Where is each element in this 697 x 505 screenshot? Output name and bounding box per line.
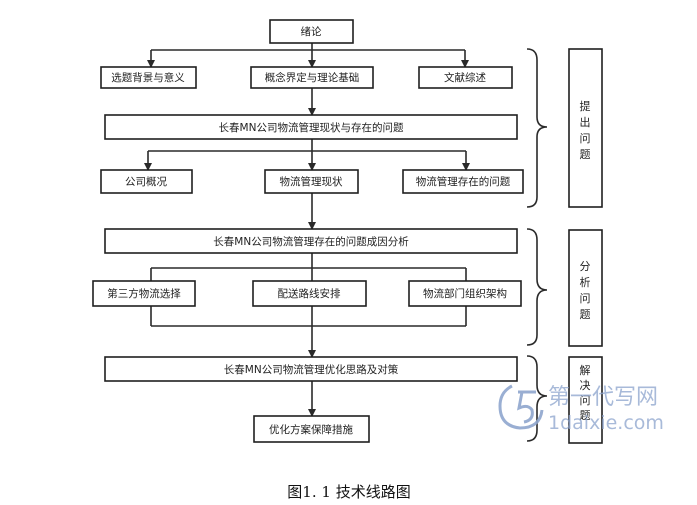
node-top: 绪论 <box>269 19 354 44</box>
node-row2-1: 物流管理现状 <box>264 169 359 194</box>
node-main3: 长春MN公司物流管理优化思路及对策 <box>104 356 518 382</box>
node-row1-2-label: 文献综述 <box>444 71 486 84</box>
node-row1-1: 概念界定与理论基础 <box>250 66 374 89</box>
node-row3-2: 物流部门组织架构 <box>408 280 522 307</box>
node-bottom: 优化方案保障措施 <box>253 415 370 443</box>
node-row3-0: 第三方物流选择 <box>92 280 196 307</box>
node-bottom-label: 优化方案保障措施 <box>269 423 353 436</box>
braces <box>526 48 548 442</box>
watermark-url: 1daixie.com <box>548 412 664 434</box>
watermark: 第一代写网 1daixie.com <box>498 384 664 434</box>
stage-label-2: 解决问题 <box>580 363 591 422</box>
node-row3-1-label: 配送路线安排 <box>278 287 341 300</box>
node-row1-0: 选题背景与意义 <box>100 66 197 89</box>
watermark-brand: 第一代写网 <box>548 385 658 410</box>
node-main2: 长春MN公司物流管理存在的问题成因分析 <box>104 228 518 254</box>
node-row3-0-label: 第三方物流选择 <box>107 287 181 300</box>
node-main3-label: 长春MN公司物流管理优化思路及对策 <box>224 363 399 376</box>
node-row1-1-label: 概念界定与理论基础 <box>265 71 360 84</box>
node-row1-2: 文献综述 <box>418 66 513 89</box>
connectors <box>144 43 470 417</box>
stage-label-0: 提出问题 <box>580 100 591 161</box>
node-row2-0-label: 公司概况 <box>125 175 167 188</box>
node-main1: 长春MN公司物流管理现状与存在的问题 <box>104 114 518 140</box>
node-row3-2-label: 物流部门组织架构 <box>423 287 507 300</box>
figure-caption: 图1. 1 技术线路图 <box>287 483 410 501</box>
node-row2-0: 公司概况 <box>100 169 193 194</box>
node-row2-2: 物流管理存在的问题 <box>402 169 524 194</box>
stage-label-1: 分析问题 <box>580 260 591 321</box>
stage-box-1: 分析问题 <box>568 229 603 347</box>
stage-box-0: 提出问题 <box>568 48 603 208</box>
node-row1-0-label: 选题背景与意义 <box>111 71 185 84</box>
node-main2-label: 长春MN公司物流管理存在的问题成因分析 <box>213 235 409 248</box>
stage-box-2: 解决问题 <box>568 356 603 444</box>
node-row2-2-label: 物流管理存在的问题 <box>416 175 511 188</box>
node-main1-label: 长春MN公司物流管理现状与存在的问题 <box>219 121 404 134</box>
node-top-label: 绪论 <box>301 25 322 38</box>
node-row2-1-label: 物流管理现状 <box>280 175 343 188</box>
watermark-logo-icon <box>498 384 544 430</box>
node-row3-1: 配送路线安排 <box>252 280 367 307</box>
